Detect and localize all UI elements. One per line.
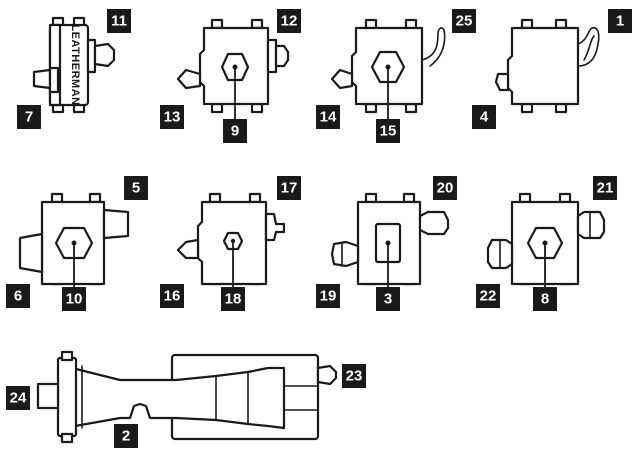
callout-badge-9: 9 bbox=[223, 119, 247, 143]
callout-label: 11 bbox=[111, 13, 127, 30]
callout-badge-4: 4 bbox=[472, 105, 496, 129]
callout-badge-17: 17 bbox=[277, 176, 301, 200]
figure-side-view: LEATHERMAN bbox=[32, 16, 116, 114]
callout-badge-5: 5 bbox=[124, 176, 148, 200]
callout-label: 23 bbox=[346, 368, 363, 385]
callout-badge-11: 11 bbox=[107, 9, 131, 33]
callout-label: 3 bbox=[384, 291, 392, 308]
leader-lines bbox=[73, 67, 546, 288]
callout-label: 9 bbox=[231, 123, 239, 140]
callout-badge-22: 22 bbox=[476, 284, 500, 308]
callout-label: 12 bbox=[281, 13, 298, 30]
callout-badge-14: 14 bbox=[316, 105, 340, 129]
callout-badge-15: 15 bbox=[376, 119, 400, 143]
callout-badge-13: 13 bbox=[160, 105, 184, 129]
callout-badge-2: 2 bbox=[114, 424, 138, 448]
callout-label: 1 bbox=[616, 13, 624, 30]
figure-hex-driver-hook bbox=[330, 18, 446, 114]
callout-badge-7: 7 bbox=[17, 105, 41, 129]
callout-label: 7 bbox=[25, 109, 33, 126]
callout-badge-6: 6 bbox=[6, 284, 30, 308]
callout-badge-25: 25 bbox=[452, 9, 476, 33]
figure-long-tool bbox=[36, 350, 338, 444]
callout-badge-20: 20 bbox=[433, 176, 457, 200]
callout-label: 16 bbox=[164, 288, 181, 305]
callout-label: 22 bbox=[480, 288, 497, 305]
figure-hex-driver-large bbox=[18, 192, 130, 286]
callout-label: 4 bbox=[480, 109, 489, 126]
callout-label: 14 bbox=[320, 109, 337, 126]
callout-label: 20 bbox=[437, 180, 454, 197]
callout-badge-10: 10 bbox=[62, 287, 86, 311]
callout-label: 10 bbox=[66, 291, 83, 308]
callout-badge-18: 18 bbox=[221, 287, 245, 311]
callout-badge-16: 16 bbox=[160, 284, 184, 308]
callout-label: 13 bbox=[164, 109, 181, 126]
callout-label: 15 bbox=[380, 123, 397, 140]
callout-badge-19: 19 bbox=[316, 284, 340, 308]
callout-badge-24: 24 bbox=[6, 386, 30, 410]
figure-small-hex-driver bbox=[176, 192, 286, 286]
callout-badge-3: 3 bbox=[376, 287, 400, 311]
figure-body-loop bbox=[494, 18, 600, 114]
callout-badge-23: 23 bbox=[342, 364, 366, 388]
figure-rect-socket bbox=[330, 192, 450, 286]
callout-label: 2 bbox=[122, 428, 130, 445]
callout-label: 25 bbox=[456, 13, 473, 30]
callout-label: 21 bbox=[597, 180, 614, 197]
callout-label: 17 bbox=[281, 180, 298, 197]
callout-badge-1: 1 bbox=[608, 9, 632, 33]
callout-badge-8: 8 bbox=[533, 287, 557, 311]
figure-hex-driver-12 bbox=[176, 18, 290, 114]
callout-label: 6 bbox=[14, 288, 22, 305]
callout-label: 5 bbox=[132, 180, 140, 197]
brand-label: LEATHERMAN bbox=[69, 24, 81, 105]
callout-badge-21: 21 bbox=[593, 176, 617, 200]
callout-badge-12: 12 bbox=[277, 9, 301, 33]
callout-label: 8 bbox=[541, 291, 549, 308]
callout-label: 19 bbox=[320, 288, 337, 305]
figure-hex-socket bbox=[486, 192, 606, 286]
callout-label: 24 bbox=[10, 390, 27, 407]
callout-label: 18 bbox=[225, 291, 242, 308]
